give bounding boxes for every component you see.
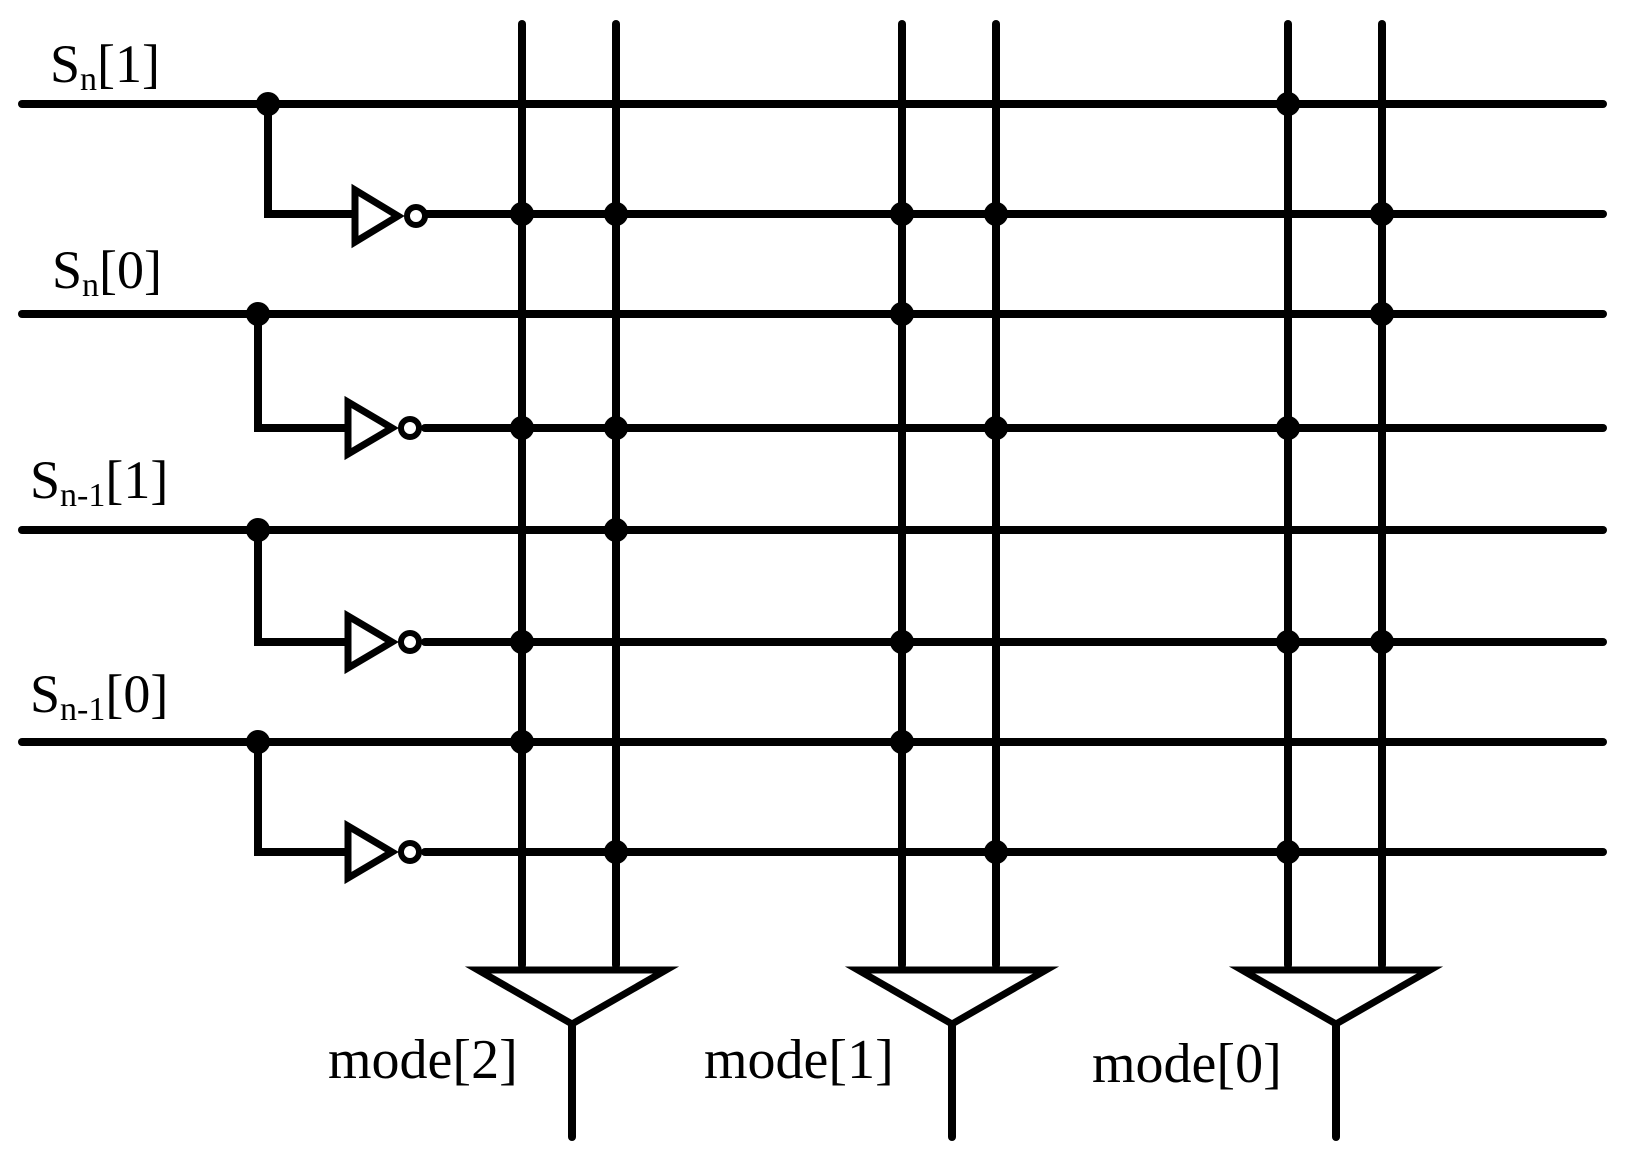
or-gate-mode2-icon	[464, 966, 680, 1141]
connection-dot-mode0-right-row5	[1370, 630, 1394, 654]
connection-dot-mode2-left-row3	[510, 416, 534, 440]
mode-label-1: mode[1]	[704, 1029, 894, 1091]
mode-label-0: mode[0]	[1092, 1033, 1282, 1095]
signal-label-sn-10: Sn-1[0]	[30, 664, 168, 728]
connection-dot-mode2-right-row1	[604, 202, 628, 226]
connection-dot-mode0-left-row0	[1276, 92, 1300, 116]
crosspoint-dots	[510, 92, 1394, 864]
inverter-gates	[344, 183, 428, 885]
connection-dot-mode2-right-row3	[604, 416, 628, 440]
signal-label-sn-11: Sn-1[1]	[30, 450, 168, 514]
connection-dot-mode1-right-row3	[984, 416, 1008, 440]
branch-sn0	[254, 310, 352, 432]
connection-dot-mode1-left-row5	[890, 630, 914, 654]
connection-dot-mode2-left-row6	[510, 730, 534, 754]
signal-labels: Sn[1] Sn[0] Sn-1[1] Sn-1[0]	[30, 34, 168, 728]
inverter-icon	[344, 395, 422, 461]
signal-label-sn1: Sn[1]	[50, 34, 160, 98]
connection-dot-mode0-right-row2	[1370, 302, 1394, 326]
or-gate-mode0-icon	[1228, 966, 1444, 1141]
inverter-icon	[344, 819, 422, 885]
connection-dot-mode1-right-row7	[984, 840, 1008, 864]
connection-dot-mode0-left-row5	[1276, 630, 1300, 654]
branch-wires	[254, 100, 359, 856]
connection-dot-mode0-right-row1	[1370, 202, 1394, 226]
junction-dot	[246, 302, 270, 326]
connection-dot-mode1-right-row1	[984, 202, 1008, 226]
inverter-icon	[344, 609, 422, 675]
connection-dot-mode1-left-row6	[890, 730, 914, 754]
junction-dot	[246, 730, 270, 754]
connection-dot-mode2-left-row5	[510, 630, 534, 654]
vertical-wires	[518, 20, 1386, 969]
connection-dot-mode1-left-row2	[890, 302, 914, 326]
connection-dot-mode2-left-row1	[510, 202, 534, 226]
branch-sn-10	[254, 738, 352, 856]
junction-dot	[256, 92, 280, 116]
mode-label-2: mode[2]	[328, 1029, 518, 1091]
mode-labels: mode[2] mode[1] mode[0]	[328, 1029, 1282, 1095]
inverter-icon	[351, 183, 428, 249]
connection-dot-mode0-left-row3	[1276, 416, 1300, 440]
connection-dot-mode2-right-row7	[604, 840, 628, 864]
branch-sn1	[264, 100, 359, 218]
or-gate-mode1-icon	[844, 966, 1060, 1141]
connection-dot-mode0-left-row7	[1276, 840, 1300, 864]
connection-dot-mode2-right-row4	[604, 518, 628, 542]
junction-dot	[246, 518, 270, 542]
connection-dot-mode1-left-row1	[890, 202, 914, 226]
signal-label-sn0: Sn[0]	[52, 240, 162, 304]
or-gates	[464, 966, 1444, 1141]
branch-sn-11	[254, 526, 352, 646]
branch-dots	[246, 92, 280, 754]
